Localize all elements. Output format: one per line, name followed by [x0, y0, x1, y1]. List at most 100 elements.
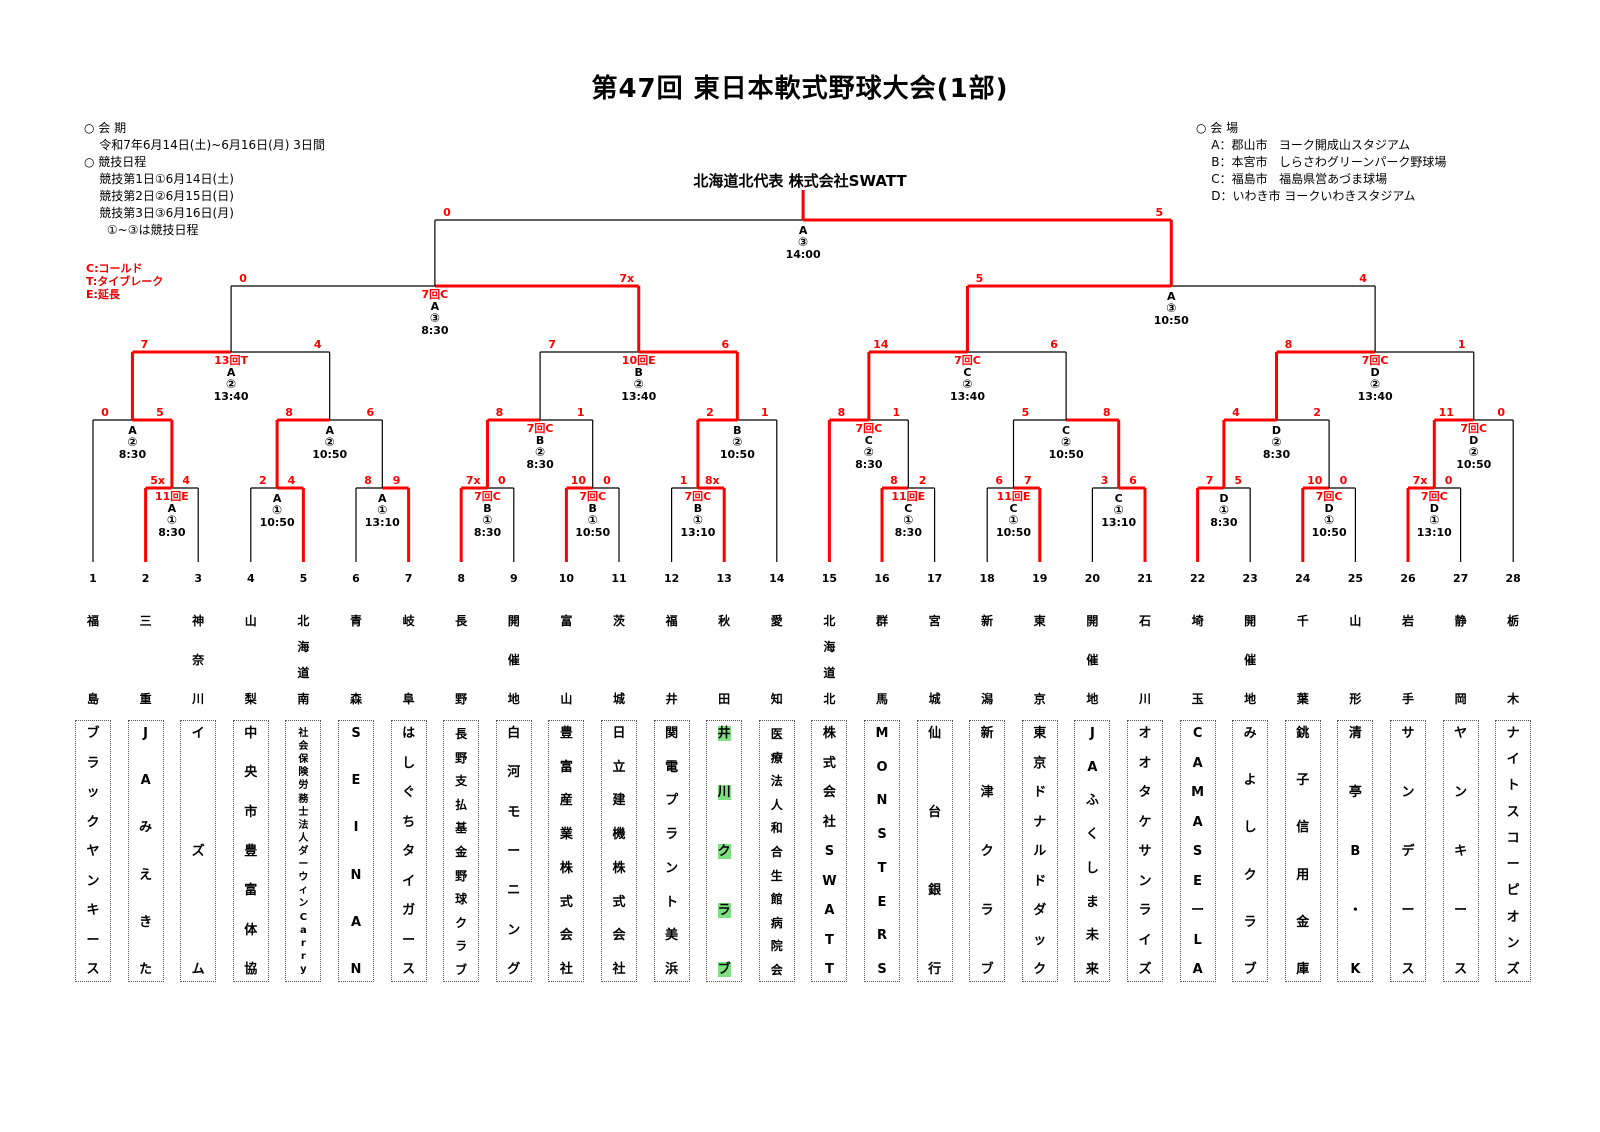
g19-day: ②: [1271, 435, 1281, 449]
g18-time: 10:50: [1049, 448, 1084, 461]
g22-day: ②: [634, 377, 644, 391]
team-name: 関電プラント美浜: [653, 720, 690, 982]
team-number: 27: [1452, 572, 1469, 585]
team-number: 23: [1242, 572, 1258, 585]
team-number: 16: [874, 572, 890, 585]
team-prefecture: 三重: [139, 614, 152, 706]
g21-venue: A: [227, 366, 236, 379]
g14-time: 10:50: [312, 448, 347, 461]
g19-venue: D: [1272, 424, 1281, 437]
g11-time: 10:50: [1312, 526, 1347, 539]
g27-venue: A: [799, 224, 808, 237]
g26-day: ③: [1166, 301, 1176, 315]
page-title: 第47回 東日本軟式野球大会(1部): [591, 74, 1009, 104]
g17-right-score: 1: [892, 406, 900, 419]
team-number: 20: [1084, 572, 1101, 585]
team-number: 9: [509, 572, 518, 585]
team-prefecture: 青森: [349, 614, 362, 706]
g5-note: 7回C: [579, 489, 606, 503]
g11-venue: D: [1325, 502, 1334, 515]
g12-left-score: 7x: [1413, 474, 1428, 487]
g13-right-score: 5: [156, 406, 164, 419]
g18-day: ②: [1061, 435, 1071, 449]
g23-left-score: 14: [873, 338, 889, 351]
g4-note: 7回C: [474, 489, 501, 503]
g4-venue: B: [483, 502, 491, 515]
team-name: 井川クラブ: [706, 720, 743, 982]
team-name: 白河モーニング: [495, 720, 532, 982]
g7-venue: C: [904, 502, 912, 515]
g8-right-score: 7: [1024, 474, 1032, 487]
team-name: 医療法人和合生館病院会: [758, 720, 795, 982]
team-number: 8: [457, 572, 466, 585]
legend-tiebreak: T:タイブレーク: [86, 275, 164, 288]
g19-left-score: 4: [1232, 406, 1240, 419]
g20-venue: D: [1469, 434, 1478, 447]
g19-time: 8:30: [1263, 448, 1291, 461]
g23-right-score: 6: [1050, 338, 1058, 351]
g25-note: 7回C: [422, 287, 449, 301]
g5-time: 10:50: [575, 526, 610, 539]
g27-day: ③: [798, 235, 808, 249]
g9-day: ①: [1114, 503, 1124, 517]
g25-venue: A: [431, 300, 440, 313]
team-number: 14: [769, 572, 785, 585]
g11-day: ①: [1324, 513, 1334, 527]
g27-left-score: 0: [443, 206, 451, 219]
g15-left-score: 8: [496, 406, 504, 419]
g6-left-score: 1: [680, 474, 688, 487]
team-prefecture: 開催地: [1244, 614, 1257, 706]
team-prefecture: 岐阜: [402, 614, 415, 706]
team-name: オオタケサンライズ: [1127, 720, 1163, 982]
g15-day: ②: [535, 445, 545, 459]
g16-left-score: 2: [706, 406, 714, 419]
g20-day: ②: [1469, 445, 1479, 459]
g26-time: 10:50: [1154, 314, 1189, 327]
team-prefecture: 開催地: [507, 614, 520, 706]
g22-note: 10回E: [622, 353, 656, 367]
g8-time: 10:50: [996, 526, 1031, 539]
g27-time: 14:00: [786, 248, 821, 261]
g20-note: 7回C: [1460, 421, 1487, 435]
g8-note: 11回E: [997, 489, 1031, 503]
g14-right-score: 6: [366, 406, 374, 419]
g3-venue: A: [378, 492, 387, 505]
g7-right-score: 2: [919, 474, 927, 487]
g3-time: 13:10: [365, 516, 400, 529]
team-name: 仙台銀行: [916, 720, 953, 982]
team-prefecture: 北海道北: [823, 614, 836, 706]
g11-left-score: 10: [1307, 474, 1323, 487]
team-name: ブラックヤンキース: [75, 720, 111, 982]
g13-day: ②: [127, 435, 137, 449]
g8-day: ①: [1008, 513, 1018, 527]
team-prefecture: 開催地: [1086, 614, 1099, 706]
g20-time: 10:50: [1456, 458, 1491, 471]
team-number: 11: [611, 572, 627, 585]
team-prefecture: 群馬: [875, 614, 888, 706]
team-prefecture: 愛知: [770, 614, 783, 706]
g24-left-score: 8: [1285, 338, 1293, 351]
g3-left-score: 8: [364, 474, 372, 487]
team-name: みよしクラブ: [1232, 720, 1269, 982]
team-number: 26: [1400, 572, 1416, 585]
g15-time: 8:30: [526, 458, 554, 471]
g7-left-score: 8: [890, 474, 898, 487]
g23-day: ②: [962, 377, 972, 391]
g7-note: 11回E: [891, 489, 925, 503]
team-prefecture: 石川: [1138, 614, 1151, 706]
g21-day: ②: [226, 377, 236, 391]
team-prefecture: 栃木: [1507, 614, 1520, 706]
legend-called: C:コールド: [86, 262, 143, 275]
team-number: 10: [558, 572, 575, 585]
g11-right-score: 0: [1340, 474, 1348, 487]
g12-venue: D: [1430, 502, 1439, 515]
g1-venue: A: [168, 502, 177, 515]
team-number: 22: [1189, 572, 1206, 585]
team-number: 4: [246, 572, 255, 585]
g10-time: 8:30: [1210, 516, 1238, 529]
